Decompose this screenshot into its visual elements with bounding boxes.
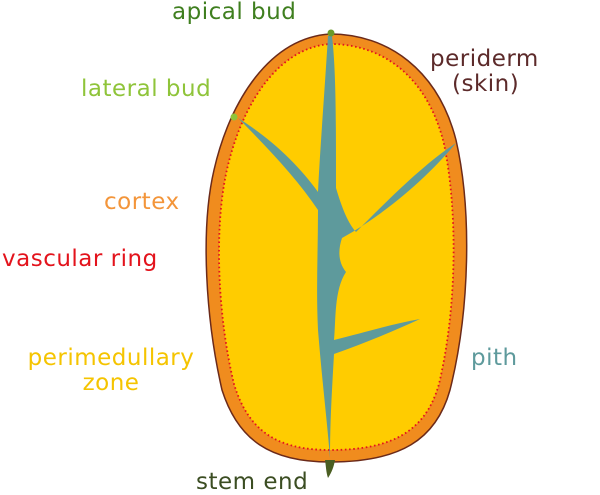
label-periderm-main: periderm — [430, 46, 539, 72]
apical-bud-icon — [327, 29, 335, 37]
label-lateral-bud: lateral bud — [81, 76, 212, 102]
label-stem-end: stem end — [196, 469, 309, 495]
label-periderm: periderm (skin) — [430, 47, 539, 97]
label-vascular-ring: vascular ring — [2, 246, 158, 272]
lateral-bud-icon — [230, 113, 238, 121]
label-perimedullary-line2: zone — [82, 370, 140, 396]
vascular-ring — [218, 43, 455, 451]
stem-end-icon — [325, 460, 335, 478]
label-periderm-skin: (skin) — [452, 71, 520, 97]
label-perimedullary-line1: perimedullary — [27, 345, 195, 371]
label-pith: pith — [471, 345, 518, 371]
label-apical-bud: apical bud — [172, 0, 297, 25]
label-cortex: cortex — [104, 189, 180, 215]
label-perimedullary-zone: perimedullary zone — [2, 346, 220, 396]
